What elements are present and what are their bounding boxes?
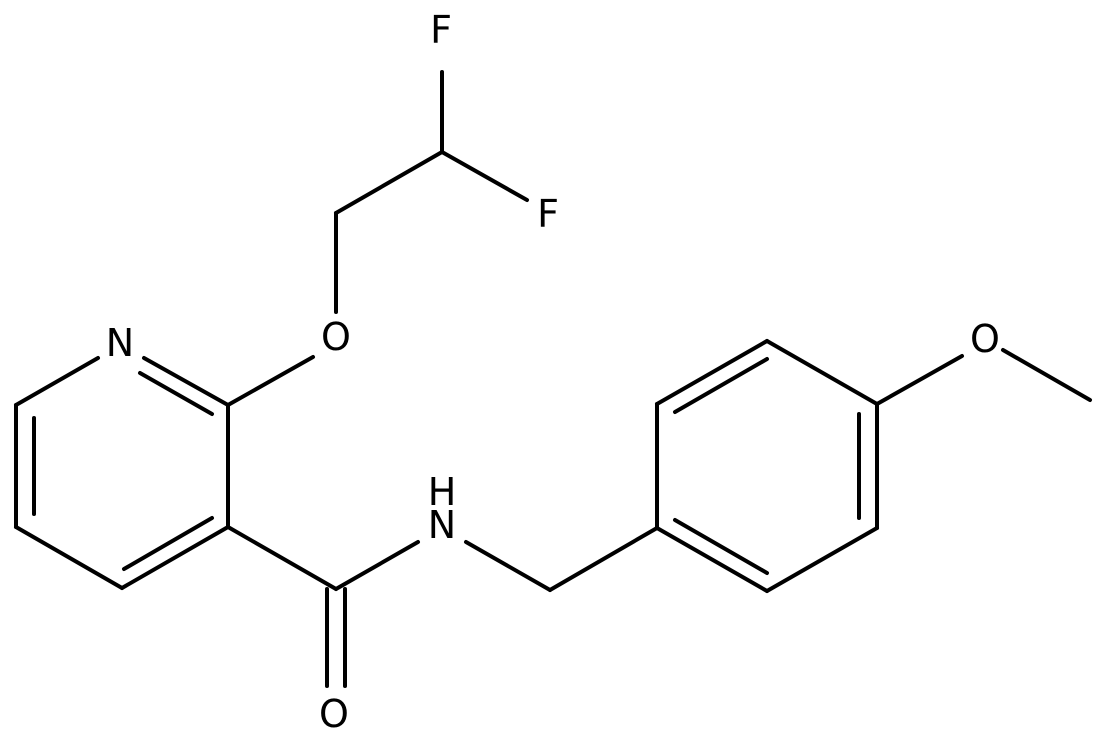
methoxy-group — [875, 348, 1092, 406]
benzene-bond-3 — [765, 339, 879, 406]
bond-ch2-aryl — [548, 526, 659, 592]
benzene-bond-6-inner — [673, 518, 769, 575]
ring-bond-c3-c4-inner — [122, 516, 214, 571]
bond-c-f-right — [440, 150, 529, 202]
bond-n-ch2 — [464, 540, 552, 592]
bond-o-c2 — [226, 355, 315, 407]
atom-n-pyridine: N — [106, 321, 134, 365]
atom-f-right: F — [537, 192, 559, 236]
atom-h-amide: H — [428, 470, 457, 514]
bond-aryl-o — [875, 354, 964, 406]
atom-labels: F F O N H N O O — [106, 8, 1000, 736]
carboxamide-group — [226, 525, 659, 688]
benzene-bond-2 — [655, 339, 769, 406]
ring-bond-n-c2 — [142, 356, 230, 407]
atom-n-amide: N — [428, 503, 456, 547]
atom-o-carbonyl: O — [319, 692, 349, 736]
benzene-bond-6 — [655, 526, 769, 593]
bond-chf2-ch2 — [334, 150, 444, 215]
ring-bond-c3-c4 — [120, 525, 230, 590]
benzene-bond-2-inner — [673, 357, 769, 414]
benzene-ring — [655, 339, 879, 593]
difluoroethyl-group — [226, 70, 529, 407]
ring-bond-c6-n — [14, 356, 100, 407]
ring-bond-n-c2-inner — [138, 371, 214, 416]
atom-o-ether: O — [321, 315, 351, 359]
atom-o-methoxy: O — [970, 317, 1000, 361]
benzene-bond-5 — [765, 526, 879, 593]
pyridine-ring — [14, 356, 230, 590]
atom-f-top: F — [430, 8, 452, 52]
bond-carbonyl-n — [334, 540, 420, 591]
ring-bond-c4-c5 — [14, 525, 124, 590]
bond-c3-carbonyl — [226, 525, 338, 591]
bond-o-ch3 — [1001, 348, 1092, 402]
